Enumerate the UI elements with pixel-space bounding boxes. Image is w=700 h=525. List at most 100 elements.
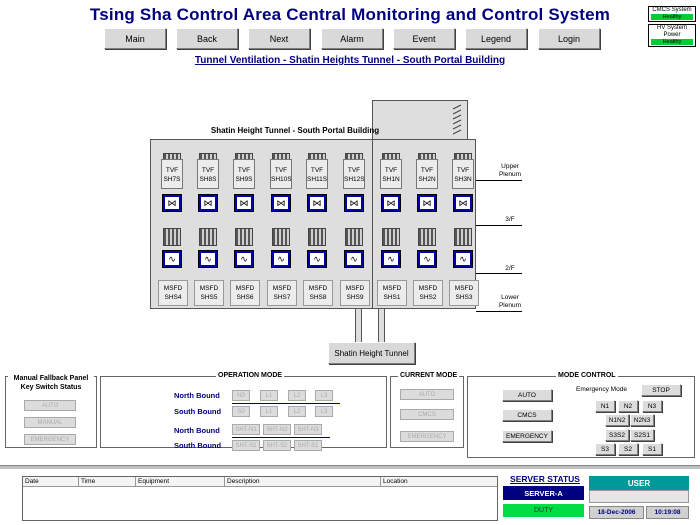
tvf-label: TVF bbox=[420, 167, 434, 174]
event-table[interactable]: Date Time Equipment Description Location bbox=[22, 476, 498, 521]
nav-legend-button[interactable]: Legend bbox=[465, 28, 527, 49]
nav-event-button[interactable]: Event bbox=[393, 28, 455, 49]
op-nl2-button[interactable]: L2 bbox=[288, 390, 306, 401]
nav-next-button[interactable]: Next bbox=[248, 28, 310, 49]
page-subtitle[interactable]: Tunnel Ventilation - Shatin Heights Tunn… bbox=[194, 55, 506, 66]
damper-lower-icon[interactable]: ∿ bbox=[453, 250, 473, 268]
op-nl3-button[interactable]: L3 bbox=[315, 390, 333, 401]
nav-alarm-button[interactable]: Alarm bbox=[321, 28, 383, 49]
nav-main-button[interactable]: Main bbox=[104, 28, 166, 49]
damper-upper-icon[interactable]: ⋈ bbox=[198, 194, 218, 212]
op-sht-n2-button[interactable]: SHT-N2 bbox=[263, 424, 291, 435]
damper-lower-icon[interactable]: ∿ bbox=[162, 250, 182, 268]
current-mode-title: CURRENT MODE bbox=[398, 372, 460, 379]
level-line-upper bbox=[476, 180, 522, 181]
tvf-id: SH2N bbox=[418, 176, 436, 183]
op-sht-s2-button[interactable]: SHT-S2 bbox=[263, 440, 291, 451]
mode-emergency-button[interactable]: EMERGENCY bbox=[502, 430, 552, 442]
em-n2n3-button[interactable]: N2N3 bbox=[630, 414, 654, 426]
damper-wave-icon: ∿ bbox=[456, 253, 470, 265]
op-sl3-button[interactable]: L3 bbox=[315, 406, 333, 417]
em-s2-button[interactable]: S2 bbox=[618, 443, 638, 455]
msfd-label: MSFD bbox=[272, 285, 292, 292]
fan-mid-grille bbox=[418, 228, 436, 246]
op-sl1-button[interactable]: L1 bbox=[260, 406, 278, 417]
msfd-id: SHS6 bbox=[236, 294, 254, 301]
nav-back-button[interactable]: Back bbox=[176, 28, 238, 49]
damper-upper-icon[interactable]: ⋈ bbox=[162, 194, 182, 212]
em-n1-button[interactable]: N1 bbox=[595, 400, 615, 412]
op-sl2-button[interactable]: L2 bbox=[288, 406, 306, 417]
em-n1n2-button[interactable]: N1N2 bbox=[605, 414, 629, 426]
server-name: SERVER-A bbox=[503, 486, 584, 500]
event-col-description: Description bbox=[225, 477, 381, 486]
op-s0-button[interactable]: S0 bbox=[232, 406, 250, 417]
op-sht-n3-button[interactable]: SHT-N3 bbox=[294, 424, 322, 435]
damper-lower-icon[interactable]: ∿ bbox=[234, 250, 254, 268]
damper-lower-icon[interactable]: ∿ bbox=[271, 250, 291, 268]
op-n0-button[interactable]: N0 bbox=[232, 390, 250, 401]
mode-control-title: MODE CONTROL bbox=[556, 372, 618, 379]
fan-mid-grille bbox=[163, 228, 181, 246]
tower-louvre-icon bbox=[452, 104, 462, 135]
em-s3-button[interactable]: S3 bbox=[595, 443, 615, 455]
msfd-label: MSFD bbox=[163, 285, 183, 292]
damper-upper-icon[interactable]: ⋈ bbox=[271, 194, 291, 212]
em-s3s2-button[interactable]: S3S2 bbox=[605, 429, 629, 441]
em-n2-button[interactable]: N2 bbox=[618, 400, 638, 412]
server-status-title: SERVER STATUS bbox=[510, 474, 580, 484]
damper-upper-icon[interactable]: ⋈ bbox=[234, 194, 254, 212]
mode-cmcs-button[interactable]: CMCS bbox=[502, 409, 552, 421]
level-3f: 3/F bbox=[505, 216, 515, 223]
op-sht-s1-button[interactable]: SHT-S1 bbox=[232, 440, 260, 451]
op-north-bound-label: North Bound bbox=[174, 391, 220, 400]
damper-upper-icon[interactable]: ⋈ bbox=[417, 194, 437, 212]
tvf-sh2n[interactable]: TVF SH2N bbox=[416, 159, 438, 189]
op-nl1-button[interactable]: L1 bbox=[260, 390, 278, 401]
tunnel-button[interactable]: Shatin Height Tunnel bbox=[328, 342, 415, 364]
nav-login-button[interactable]: Login bbox=[538, 28, 600, 49]
damper-lower-icon[interactable]: ∿ bbox=[381, 250, 401, 268]
mode-control-panel: MODE CONTROL AUTO CMCS EMERGENCY Emergen… bbox=[467, 372, 695, 458]
damper-upper-icon[interactable]: ⋈ bbox=[344, 194, 364, 212]
stop-button[interactable]: STOP bbox=[641, 384, 681, 396]
em-s1-button[interactable]: S1 bbox=[642, 443, 662, 455]
damper-upper-icon[interactable]: ⋈ bbox=[381, 194, 401, 212]
mode-auto-button[interactable]: AUTO bbox=[502, 389, 552, 401]
em-s2s1-button[interactable]: S2S1 bbox=[630, 429, 654, 441]
building-divider bbox=[372, 139, 373, 309]
op-sht-n1-button[interactable]: SHT-N1 bbox=[232, 424, 260, 435]
fan-mid-grille bbox=[345, 228, 363, 246]
level-line-2f bbox=[476, 273, 522, 274]
damper-upper-icon[interactable]: ⋈ bbox=[307, 194, 327, 212]
damper-lower-icon[interactable]: ∿ bbox=[198, 250, 218, 268]
op-sht-s1b-button[interactable]: SHT-S1 bbox=[294, 440, 322, 451]
damper-upper-icon[interactable]: ⋈ bbox=[453, 194, 473, 212]
damper-lower-icon[interactable]: ∿ bbox=[307, 250, 327, 268]
damper-closed-icon: ⋈ bbox=[165, 197, 179, 209]
op-south-bound-label: South Bound bbox=[174, 407, 222, 416]
damper-lower-icon[interactable]: ∿ bbox=[344, 250, 364, 268]
damper-lower-icon[interactable]: ∿ bbox=[417, 250, 437, 268]
level-line-lower bbox=[476, 311, 522, 312]
em-n3-button[interactable]: N3 bbox=[642, 400, 662, 412]
msfd-label: MSFD bbox=[454, 285, 474, 292]
tvf-label: TVF bbox=[456, 167, 470, 174]
